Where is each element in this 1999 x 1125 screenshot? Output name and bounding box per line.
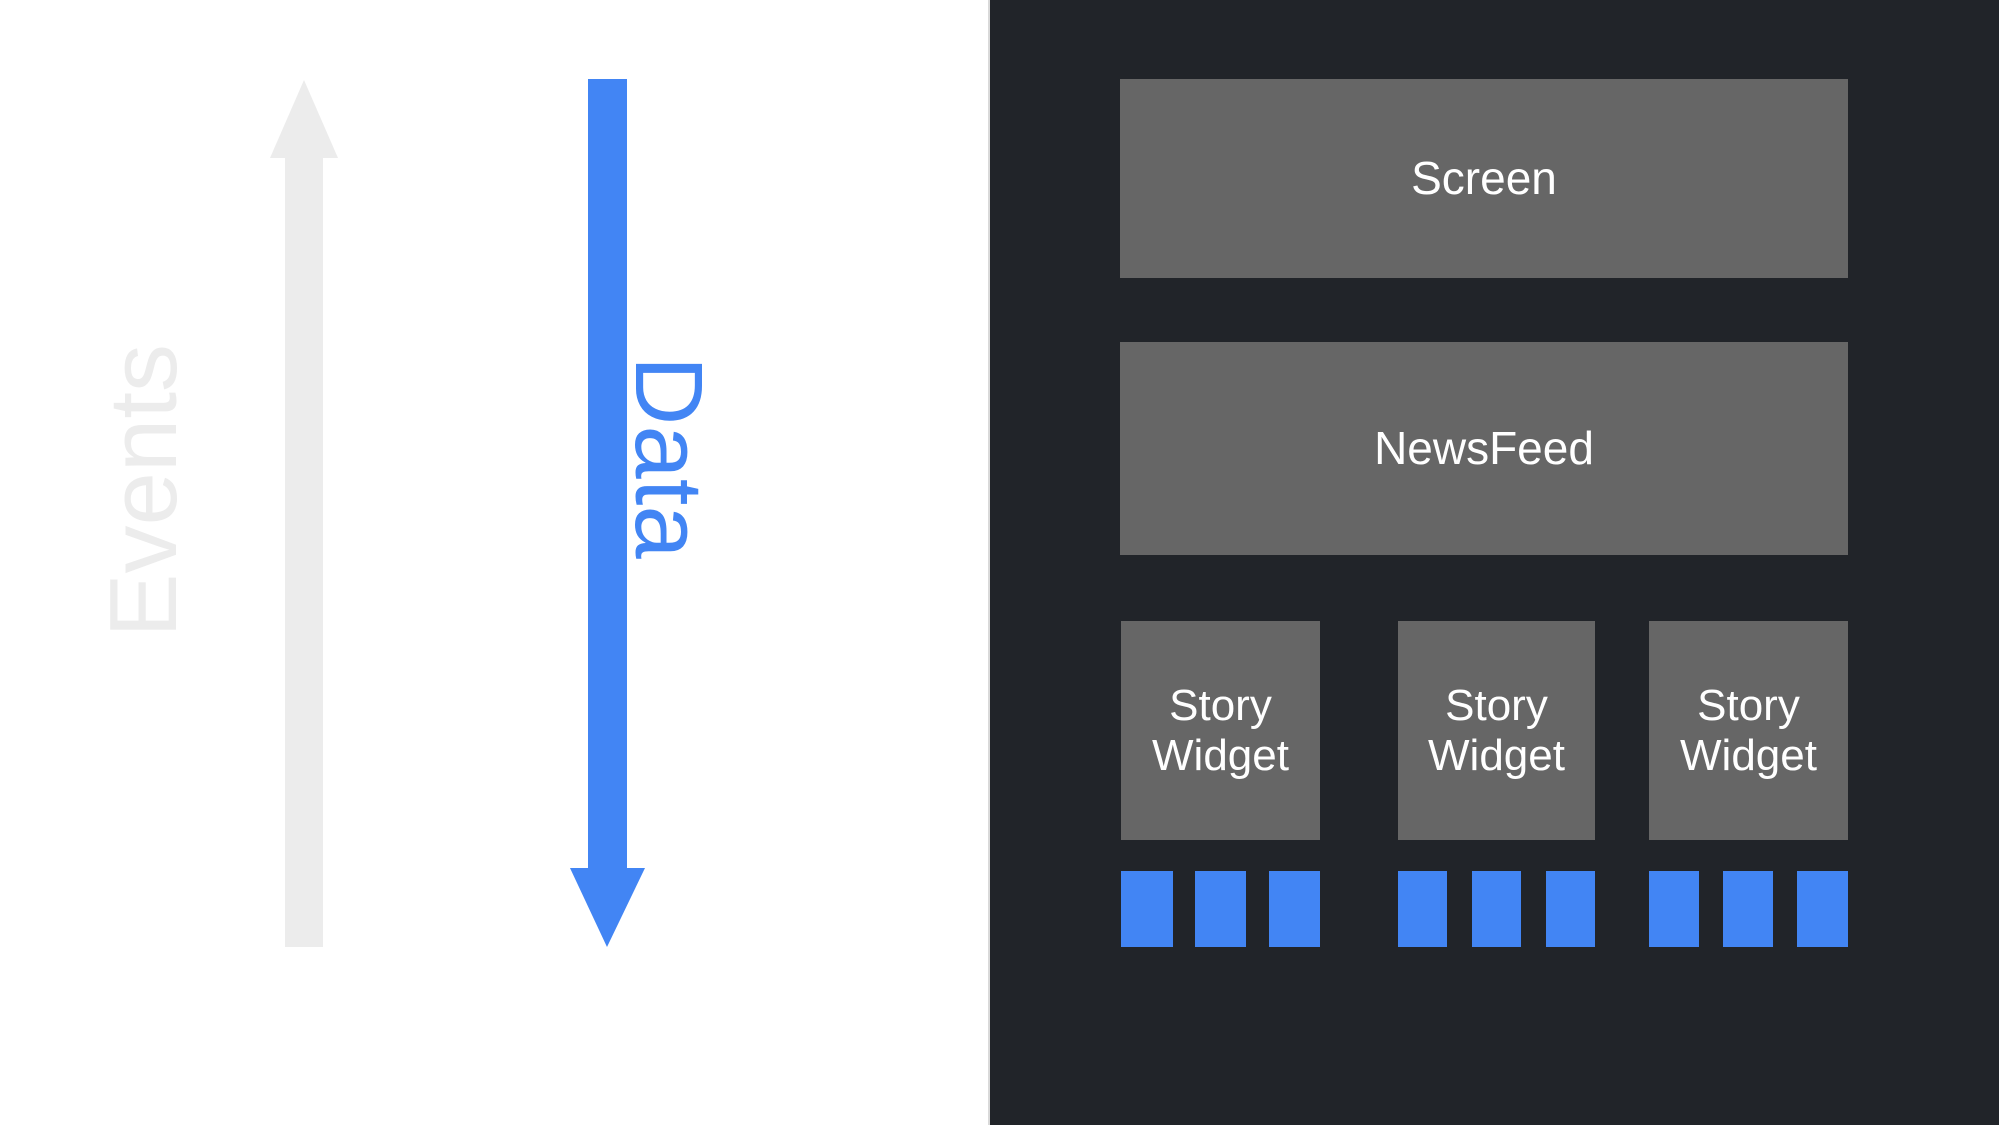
node-story-widget-3[interactable]: Story Widget (1649, 621, 1848, 840)
node-newsfeed-label: NewsFeed (1374, 421, 1594, 474)
node-story-widget-2-line2: Widget (1428, 730, 1565, 780)
events-flow-label: Events (90, 344, 197, 638)
node-story-widget-3-line2: Widget (1680, 730, 1817, 780)
flow-legend-panel: Events Data (0, 0, 988, 1125)
story-bar-1-3[interactable] (1269, 871, 1320, 947)
node-story-widget-1[interactable]: Story Widget (1121, 621, 1320, 840)
story-bar-2-3[interactable] (1546, 871, 1595, 947)
arrow-up-icon (270, 80, 338, 947)
node-newsfeed[interactable]: NewsFeed (1120, 342, 1848, 555)
node-screen-label: Screen (1411, 151, 1557, 204)
node-story-widget-3-line1: Story (1697, 681, 1800, 731)
node-story-widget-1-label: Story Widget (1152, 681, 1289, 780)
story-bar-3-1[interactable] (1649, 871, 1699, 947)
node-story-widget-1-line2: Widget (1152, 730, 1289, 780)
data-flow-label: Data (615, 356, 722, 559)
component-tree-panel: Screen NewsFeed Story Widget Story Widge… (988, 0, 1999, 1125)
story-bar-1-2[interactable] (1195, 871, 1246, 947)
story-bar-1-1[interactable] (1121, 871, 1173, 947)
node-story-widget-2-line1: Story (1445, 681, 1548, 731)
node-story-widget-2[interactable]: Story Widget (1398, 621, 1595, 840)
story-bar-2-1[interactable] (1398, 871, 1447, 947)
node-story-widget-2-label: Story Widget (1428, 681, 1565, 780)
arrow-down-icon (570, 79, 645, 947)
node-story-widget-3-label: Story Widget (1680, 681, 1817, 780)
story-bar-3-3[interactable] (1797, 871, 1848, 947)
node-screen[interactable]: Screen (1120, 79, 1848, 278)
flow-arrows-group (270, 79, 645, 947)
story-bar-3-2[interactable] (1723, 871, 1773, 947)
node-story-widget-1-line1: Story (1169, 681, 1272, 731)
story-bar-2-2[interactable] (1472, 871, 1521, 947)
